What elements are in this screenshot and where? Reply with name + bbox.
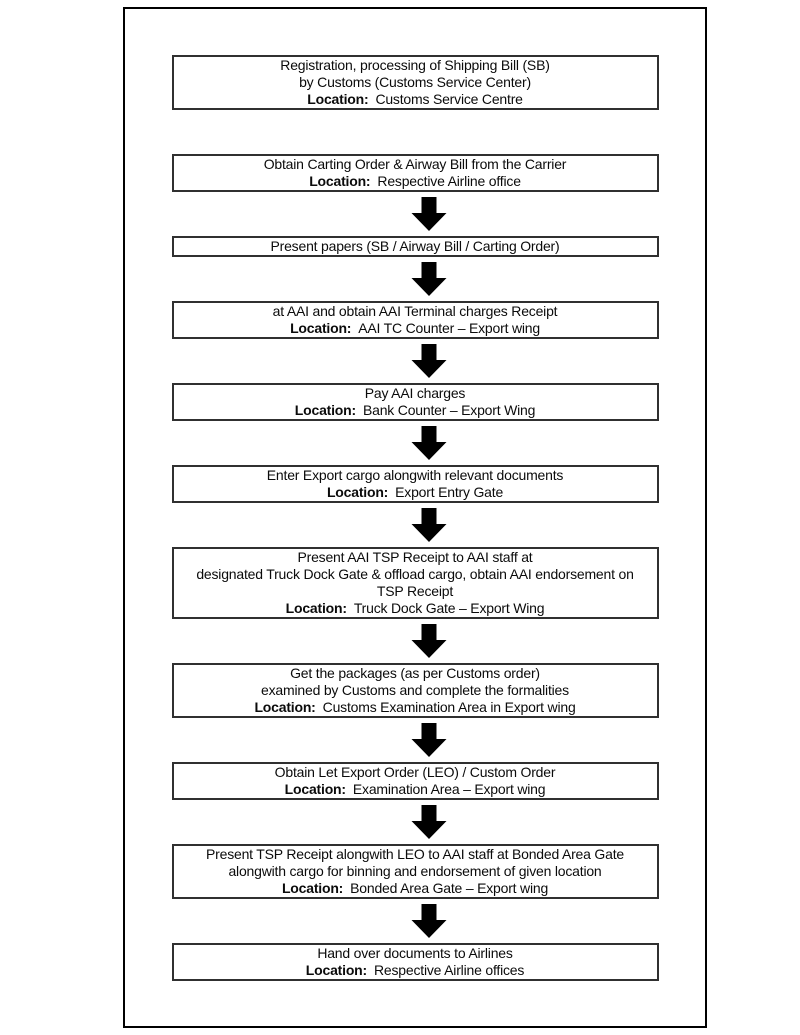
arrow-down-icon: [411, 723, 447, 757]
location-value: Truck Dock Gate – Export Wing: [353, 600, 545, 616]
process-step-box: Obtain Carting Order & Airway Bill from …: [171, 154, 659, 192]
location-label: Location:: [254, 699, 316, 715]
location-label: Location:: [326, 484, 389, 500]
location-label: Location:: [294, 402, 356, 418]
process-step-box: at AAI and obtain AAI Terminal charges R…: [171, 301, 659, 339]
arrow-down-icon: [411, 904, 447, 938]
step-location-line: Location: Examination Area – Export wing: [174, 781, 657, 798]
location-value: Respective Airline offices: [374, 962, 525, 978]
step-text-line: Present TSP Receipt alongwith LEO to AAI…: [206, 846, 624, 862]
location-label: Location:: [309, 173, 371, 189]
step-location-line: Location: Truck Dock Gate – Export Wing: [174, 600, 657, 617]
location-value: Bank Counter – Export Wing: [362, 402, 536, 418]
arrow-down-icon: [411, 426, 447, 460]
step-text-line: Obtain Let Export Order (LEO) / Custom O…: [274, 764, 556, 780]
location-value: Customs Service Centre: [375, 91, 523, 107]
arrow-down-icon: [411, 805, 447, 839]
step-text-line: TSP Receipt: [376, 583, 454, 599]
flowchart-step-obtain-carting-order-airway-bill: Obtain Carting Order & Airway Bill from …: [171, 154, 659, 192]
arrow-down-icon: [411, 624, 447, 658]
step-location-line: Location: Customs Examination Area in Exp…: [174, 699, 657, 716]
location-value: AAI TC Counter – Export wing: [358, 320, 540, 336]
process-step-box: Present papers (SB / Airway Bill / Carti…: [171, 236, 659, 257]
step-text-line: Enter Export cargo alongwith relevant do…: [266, 467, 564, 483]
location-label: Location:: [284, 781, 346, 797]
arrow-down-icon: [411, 344, 447, 378]
flowchart-page-frame: Registration, processing of Shipping Bil…: [123, 7, 707, 1028]
step-text-line: examined by Customs and complete the for…: [261, 682, 569, 698]
step-text-line: Pay AAI charges: [364, 385, 466, 401]
location-label: Location:: [307, 91, 369, 107]
step-text-line: by Customs (Customs Service Center): [299, 74, 531, 90]
flowchart-step-obtain-let-export-order: Obtain Let Export Order (LEO) / Custom O…: [171, 718, 659, 800]
arrow-down-icon: [411, 262, 447, 296]
flowchart-step-present-tsp-receipt-bonded-area: Present TSP Receipt alongwith LEO to AAI…: [171, 800, 659, 899]
location-label: Location:: [281, 880, 344, 896]
arrow-down-icon: [411, 508, 447, 542]
step-text-line: Hand over documents to Airlines: [317, 945, 513, 961]
step-text-line: Present papers (SB / Airway Bill / Carti…: [270, 238, 560, 254]
process-step-box: Registration, processing of Shipping Bil…: [171, 55, 659, 110]
location-label: Location:: [290, 320, 352, 336]
step-location-line: Location: Respective Airline office: [174, 173, 657, 190]
step-text-line: Present AAI TSP Receipt to AAI staff at: [297, 549, 533, 565]
location-value: Bonded Area Gate – Export wing: [350, 880, 549, 896]
step-text-line: designated Truck Dock Gate & offload car…: [196, 566, 634, 582]
export-process-flowchart: Registration, processing of Shipping Bil…: [125, 9, 705, 981]
step-text-line: at AAI and obtain AAI Terminal charges R…: [272, 303, 558, 319]
flowchart-step-present-papers: Present papers (SB / Airway Bill / Carti…: [171, 192, 659, 257]
location-label: Location:: [285, 600, 347, 616]
step-location-line: Location: Bank Counter – Export Wing: [174, 402, 657, 419]
step-location-line: Location: Respective Airline offices: [174, 962, 657, 979]
process-step-box: Present TSP Receipt alongwith LEO to AAI…: [171, 844, 659, 899]
step-text-line: Obtain Carting Order & Airway Bill from …: [263, 156, 567, 172]
flowchart-step-registration-shipping-bill: Registration, processing of Shipping Bil…: [171, 55, 659, 110]
location-value: Respective Airline office: [377, 173, 521, 189]
step-location-line: Location: Bonded Area Gate – Export wing: [174, 880, 657, 897]
step-text-line: alongwith cargo for binning and endorsem…: [228, 863, 602, 879]
location-value: Export Entry Gate: [395, 484, 504, 500]
process-step-box: Get the packages (as per Customs order)e…: [171, 663, 659, 718]
location-value: Examination Area – Export wing: [352, 781, 546, 797]
step-location-line: Location: Customs Service Centre: [174, 91, 657, 108]
step-text-line: Get the packages (as per Customs order): [290, 665, 540, 681]
step-location-line: Location: Export Entry Gate: [174, 484, 657, 501]
process-step-box: Obtain Let Export Order (LEO) / Custom O…: [171, 762, 659, 800]
arrow-down-icon: [411, 197, 447, 231]
flowchart-step-enter-export-cargo: Enter Export cargo alongwith relevant do…: [171, 421, 659, 503]
location-label: Location:: [305, 962, 367, 978]
flowchart-step-customs-examination-packages: Get the packages (as per Customs order)e…: [171, 619, 659, 718]
step-text-line: Registration, processing of Shipping Bil…: [280, 57, 550, 73]
process-step-box: Enter Export cargo alongwith relevant do…: [171, 465, 659, 503]
step-location-line: Location: AAI TC Counter – Export wing: [174, 320, 657, 337]
location-value: Customs Examination Area in Export wing: [322, 699, 576, 715]
flowchart-step-obtain-aai-terminal-charges-receipt: at AAI and obtain AAI Terminal charges R…: [171, 257, 659, 339]
